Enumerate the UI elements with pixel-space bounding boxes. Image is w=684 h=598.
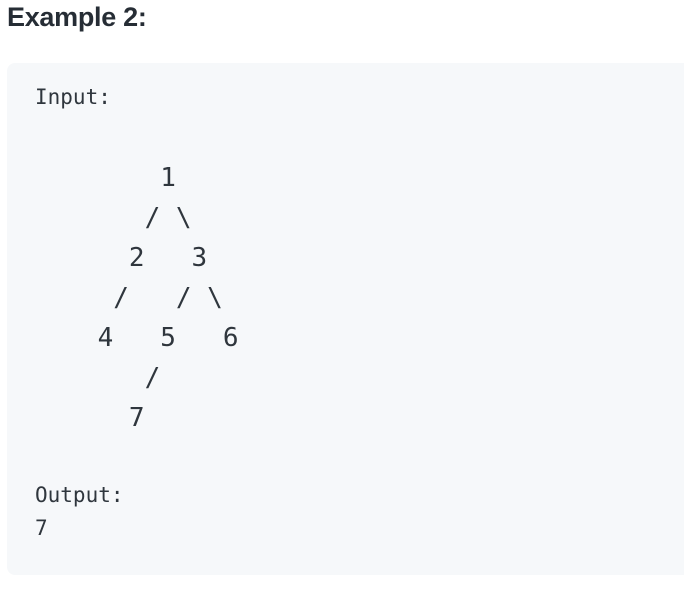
input-label: Input: (35, 85, 111, 109)
tree-ascii-art: 1 / \ 2 3 / / \ 4 5 6 / 7 (97, 163, 239, 433)
code-block: Input: 1 / \ 2 3 / / \ 4 5 6 / 7 Output:… (7, 63, 684, 575)
example-heading: Example 2: (7, 2, 147, 32)
output-label: Output: (35, 483, 124, 507)
output-value: 7 (35, 516, 48, 540)
